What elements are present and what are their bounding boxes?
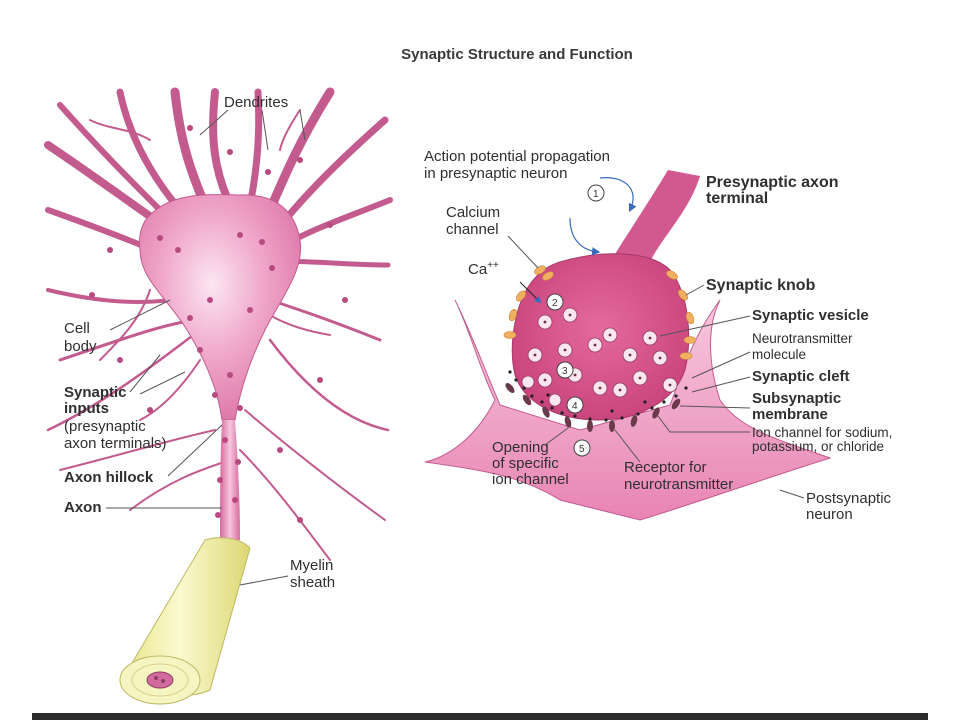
label-presynaptic-terminal-1: Presynaptic axon	[706, 174, 839, 191]
label-axon-hillock: Axon hillock	[64, 469, 154, 486]
label-presynaptic-terminal-2: terminal	[706, 190, 768, 207]
step-marker-2: 2	[546, 293, 564, 311]
label-neurotransmitter-1: Neurotransmitter	[752, 331, 853, 346]
step-marker-4: 4	[566, 396, 584, 414]
synapse-labels: Action potential propagation in presynap…	[424, 148, 892, 523]
label-cell-body-2: body	[64, 338, 97, 355]
terminal-knobs	[89, 125, 348, 523]
calcium-channels	[503, 265, 697, 360]
label-opening-1: Opening	[492, 439, 549, 456]
presynaptic-axon	[610, 170, 700, 262]
label-synaptic-knob: Synaptic knob	[706, 277, 816, 294]
label-opening-3: ion channel	[492, 471, 569, 488]
label-ca-ion: Ca++	[468, 260, 499, 278]
label-synaptic-inputs-2: inputs	[64, 400, 109, 417]
synaptic-vesicles	[521, 307, 678, 407]
label-ion-channel-1: Ion channel for sodium,	[752, 425, 892, 440]
label-dendrites: Dendrites	[224, 94, 288, 111]
label-synaptic-inputs-4: axon terminals)	[64, 435, 167, 452]
label-subsynaptic-2: membrane	[752, 406, 828, 423]
bottom-rule	[32, 713, 928, 720]
axon-shape	[220, 420, 240, 540]
ap-arrow-2	[569, 217, 601, 256]
svg-text:4: 4	[572, 401, 578, 412]
label-synaptic-vesicle: Synaptic vesicle	[752, 307, 869, 324]
label-cell-body-1: Cell	[64, 320, 90, 337]
synapse-illustration: 1 2 3 4 5	[424, 170, 832, 521]
label-opening-2: of specific	[492, 455, 559, 472]
page-title: Synaptic Structure and Function	[401, 46, 633, 63]
label-myelin-1: Myelin	[290, 557, 333, 574]
svg-text:2: 2	[552, 298, 558, 309]
label-receptor-2: neurotransmitter	[624, 476, 733, 493]
label-calcium-channel-2: channel	[446, 221, 499, 238]
label-action-potential-1: Action potential propagation	[424, 148, 610, 165]
step-marker-3: 3	[556, 361, 574, 379]
label-myelin-2: sheath	[290, 574, 335, 591]
receptors	[505, 383, 681, 432]
svg-text:5: 5	[579, 444, 585, 455]
label-neurotransmitter-2: molecule	[752, 347, 806, 362]
label-axon: Axon	[64, 499, 102, 516]
cell-body	[139, 194, 302, 421]
step-marker-5: 5	[573, 439, 591, 457]
neuron-illustration	[44, 87, 393, 705]
label-synaptic-inputs-1: Synaptic	[64, 384, 127, 401]
svg-text:3: 3	[562, 366, 568, 377]
label-synaptic-cleft: Synaptic cleft	[752, 368, 850, 385]
label-ion-channel-2: potassium, or chloride	[752, 439, 884, 454]
neurotransmitter-molecules	[508, 370, 688, 422]
vesicle-contents	[533, 313, 672, 392]
label-synaptic-inputs-3: (presynaptic	[64, 418, 146, 435]
label-action-potential-2: in presynaptic neuron	[424, 165, 567, 182]
ca-arrow	[519, 281, 542, 304]
label-postsynaptic-1: Postsynaptic	[806, 490, 892, 507]
label-receptor-1: Receptor for	[624, 459, 707, 476]
label-subsynaptic-1: Subsynaptic	[752, 390, 841, 407]
label-calcium-channel-1: Calcium	[446, 204, 500, 221]
step-marker-1: 1	[587, 184, 605, 202]
neuron-labels: Dendrites Cell body Synaptic inputs (pre…	[64, 94, 335, 591]
axon-core	[146, 671, 174, 689]
ap-arrow-1	[599, 177, 637, 213]
svg-text:1: 1	[593, 189, 599, 200]
label-postsynaptic-2: neuron	[806, 506, 853, 523]
